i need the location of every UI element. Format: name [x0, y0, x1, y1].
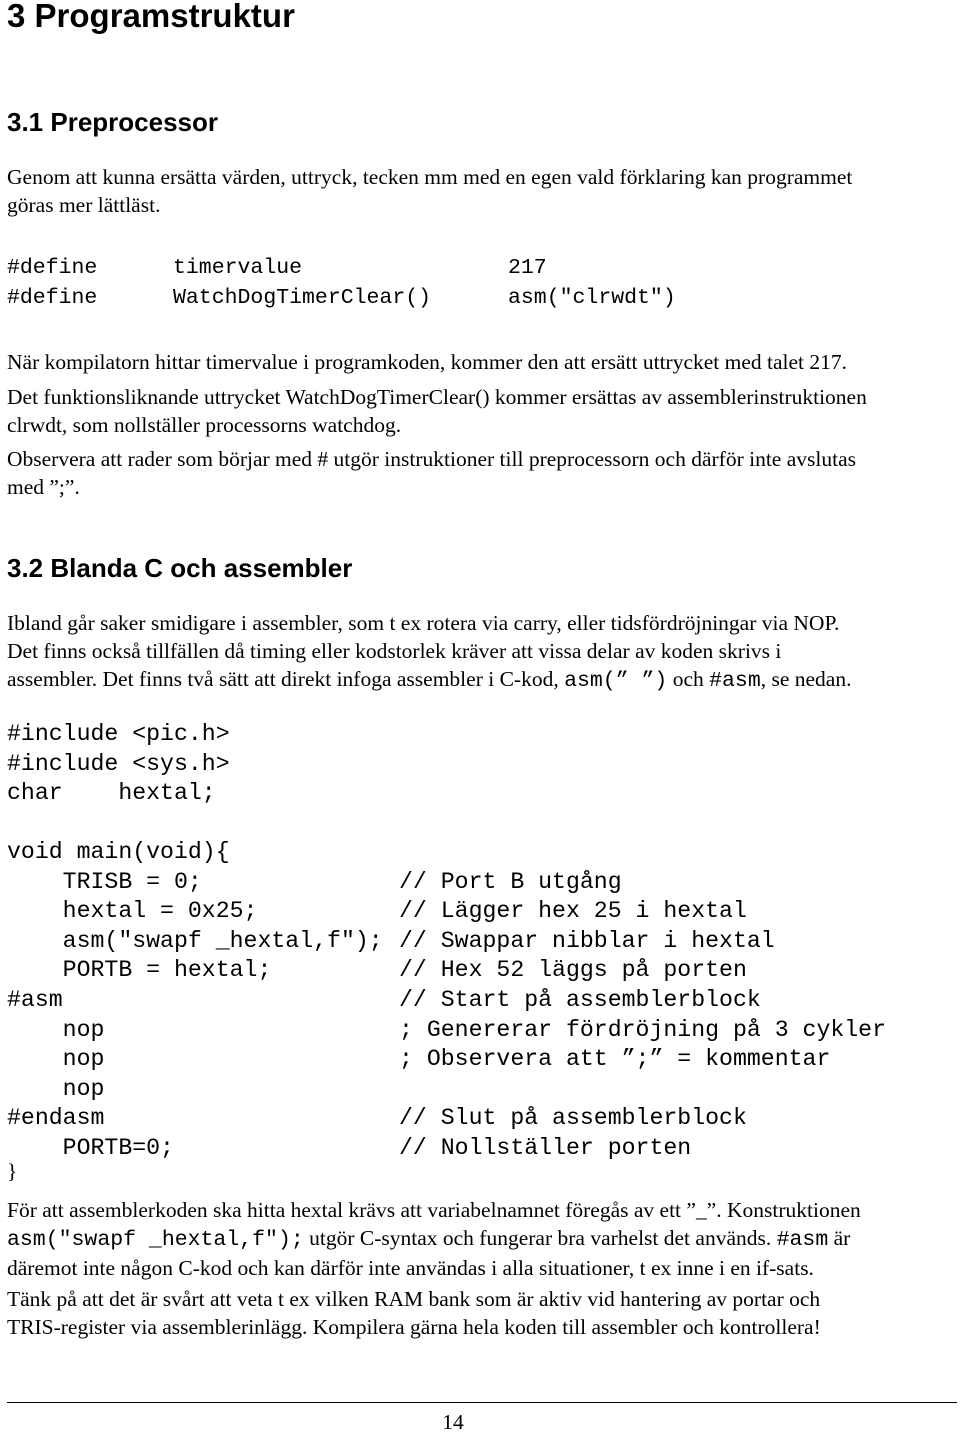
code-line: #asm // Start på assemblerblock	[7, 986, 957, 1016]
preprocessor-explanation-3: Observera att rader som börjar med # utg…	[7, 445, 957, 501]
define-directive: #define	[7, 286, 98, 310]
code-line: asm("swapf _hextal,f"); // Swappar nibbla…	[7, 927, 957, 957]
code-line: nop	[7, 1075, 957, 1105]
text-line: med ”;”.	[7, 475, 80, 499]
preprocessor-explanation-2: Det funktionsliknande uttrycket WatchDog…	[7, 383, 957, 439]
code-comment: // Hex 52 läggs på porten	[399, 957, 747, 984]
text-line: TRIS-register via assemblerinlägg. Kompi…	[7, 1315, 821, 1339]
define-name: timervalue	[173, 256, 303, 280]
assembler-after-1: För att assemblerkoden ska hitta hextal …	[7, 1196, 957, 1282]
code-text: PORTB = hextal;	[7, 957, 272, 984]
code-line: hextal = 0x25; // Lägger hex 25 i hextal	[7, 897, 957, 927]
inline-code: asm("swapf _hextal,f");	[7, 1228, 304, 1252]
code-line: #include <sys.h>	[7, 750, 230, 777]
section-heading-assembler: 3.2 Blanda C och assembler	[7, 553, 353, 583]
text-fragment: assembler. Det finns två sätt att direkt…	[7, 667, 565, 691]
code-comment: // Port B utgång	[399, 868, 622, 895]
code-text: #asm	[7, 986, 63, 1013]
define-name: WatchDogTimerClear()	[173, 286, 432, 310]
inline-code: #asm	[776, 1228, 829, 1252]
text-fragment: , se nedan.	[760, 667, 852, 691]
code-line: TRISB = 0; // Port B utgång	[7, 868, 957, 898]
text-line: För att assemblerkoden ska hitta hextal …	[7, 1198, 861, 1222]
text-line: clrwdt, som nollställer processorns watc…	[7, 413, 402, 437]
text-line: Ibland går saker smidigare i assembler, …	[7, 611, 840, 635]
text-line: Observera att rader som börjar med # utg…	[7, 447, 856, 471]
code-comment: ; Observera att ”;” = kommentar	[399, 1046, 831, 1073]
text-line: göras mer lättläst.	[7, 193, 161, 217]
code-text: nop	[7, 1046, 105, 1073]
footer-divider	[7, 1402, 957, 1403]
text-line: Genom att kunna ersätta värden, uttryck,…	[7, 165, 853, 189]
define-directive: #define	[7, 256, 98, 280]
code-text: void main(void){	[7, 839, 230, 865]
text-line: Det finns också tillfällen då timing ell…	[7, 639, 782, 663]
text-fragment: utgör C-syntax och fungerar bra varhelst…	[303, 1226, 777, 1250]
text-line: När kompilatorn hittar timervalue i prog…	[7, 350, 848, 374]
code-text: hextal = 0x25;	[7, 898, 258, 925]
text-line: Det funktionsliknande uttrycket WatchDog…	[7, 385, 867, 409]
code-line: #include <pic.h>	[7, 721, 230, 747]
define-value: 217	[508, 256, 547, 280]
code-text: asm("swapf _hextal,f");	[7, 927, 383, 954]
code-comment: // Slut på assemblerblock	[399, 1105, 747, 1132]
text-line: Tänk på att det är svårt att veta t ex v…	[7, 1287, 821, 1311]
inline-code: #asm	[709, 669, 761, 693]
code-line: nop ; Genererar fördröjning på 3 cykler	[7, 1016, 957, 1046]
code-text: TRISB = 0;	[7, 868, 202, 895]
code-comment: // Lägger hex 25 i hextal	[399, 898, 747, 925]
section-heading-preprocessor: 3.1 Preprocessor	[7, 107, 219, 137]
code-block-main: void main(void){ TRISB = 0; // Port B utg…	[7, 838, 957, 1164]
code-line: char hextal;	[7, 780, 216, 807]
define-value: asm("clrwdt")	[508, 286, 676, 310]
assembler-after-2: Tänk på att det är svårt att veta t ex v…	[7, 1285, 957, 1341]
preprocessor-explanation-1: När kompilatorn hittar timervalue i prog…	[7, 348, 957, 376]
preprocessor-intro: Genom att kunna ersätta värden, uttryck,…	[7, 163, 957, 219]
code-line: PORTB = hextal; // Hex 52 läggs på porten	[7, 956, 957, 986]
text-fragment: är	[828, 1226, 851, 1250]
code-comment: // Nollställer porten	[399, 1134, 692, 1161]
code-text: nop	[7, 1075, 105, 1102]
code-line: PORTB=0; // Nollställer porten	[7, 1134, 957, 1164]
assembler-intro: Ibland går saker smidigare i assembler, …	[7, 609, 957, 695]
page-number: 14	[442, 1410, 464, 1434]
text-line: assembler. Det finns två sätt att direkt…	[7, 665, 957, 695]
code-comment: // Start på assemblerblock	[399, 986, 761, 1013]
text-line: asm("swapf _hextal,f"); utgör C-syntax o…	[7, 1224, 957, 1254]
code-text: nop	[7, 1016, 105, 1043]
text-fragment: och	[667, 667, 710, 691]
inline-code: asm(” ”)	[564, 669, 668, 693]
code-line: nop ; Observera att ”;” = kommentar	[7, 1045, 957, 1075]
code-line: #endasm // Slut på assemblerblock	[7, 1104, 957, 1134]
code-comment: // Swappar nibblar i hextal	[399, 927, 775, 954]
chapter-title: 3 Programstruktur	[7, 0, 295, 34]
code-text: PORTB=0;	[7, 1134, 174, 1161]
closing-brace: }	[7, 1159, 18, 1183]
code-text: #endasm	[7, 1105, 105, 1132]
code-comment: ; Genererar fördröjning på 3 cykler	[399, 1016, 887, 1043]
code-block-includes: #include <pic.h> #include <sys.h> char h…	[7, 720, 230, 809]
code-line: void main(void){	[7, 838, 957, 868]
text-line: däremot inte någon C-kod och kan därför …	[7, 1256, 814, 1280]
